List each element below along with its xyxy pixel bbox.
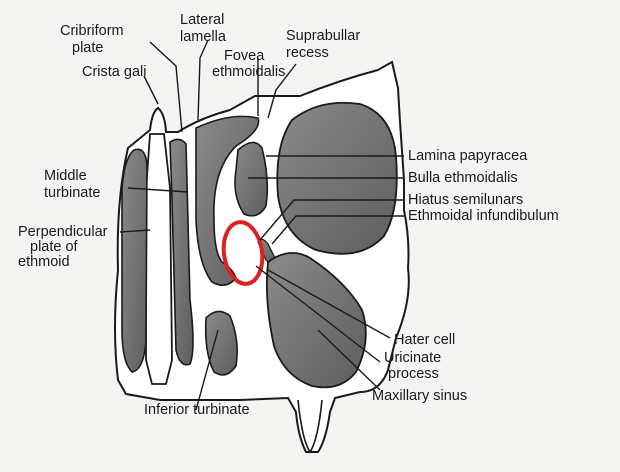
label-ethmoidal-infundibulum: Ethmoidal infundibulum [408,208,559,224]
left-nasal-cavity [122,149,147,372]
label-crista-gali: Crista gali [82,64,146,80]
label-lamina-papyracea: Lamina papyracea [408,148,528,164]
label-hater-cell: Hater cell [394,332,455,348]
label-inferior-turbinate: Inferior turbinate [144,402,250,418]
label-suprabullar-recess: Suprabullar recess [286,28,364,61]
label-fovea-ethmoidalis: Fovea ethmoidalis [212,48,285,80]
inferior-turbinate-shape [206,311,237,374]
label-maxillary-sinus: Maxillary sinus [372,388,467,404]
label-lateral-lamella: Lateral lamella [180,12,228,45]
septum [146,134,172,384]
label-bulla-ethmoidalis: Bulla ethmoidalis [408,170,518,186]
label-cribriform-plate: Cribriform plate [60,23,128,56]
label-perpendicular-plate: Perpendicular plate of ethmoid [18,224,112,270]
label-uricinate-process: Uricinate process [384,350,445,382]
label-hiatus-semilunars: Hiatus semilunars [408,192,523,208]
label-middle-turbinate: Middle turbinate [44,168,100,201]
bulla-ethmoidalis [235,142,267,215]
